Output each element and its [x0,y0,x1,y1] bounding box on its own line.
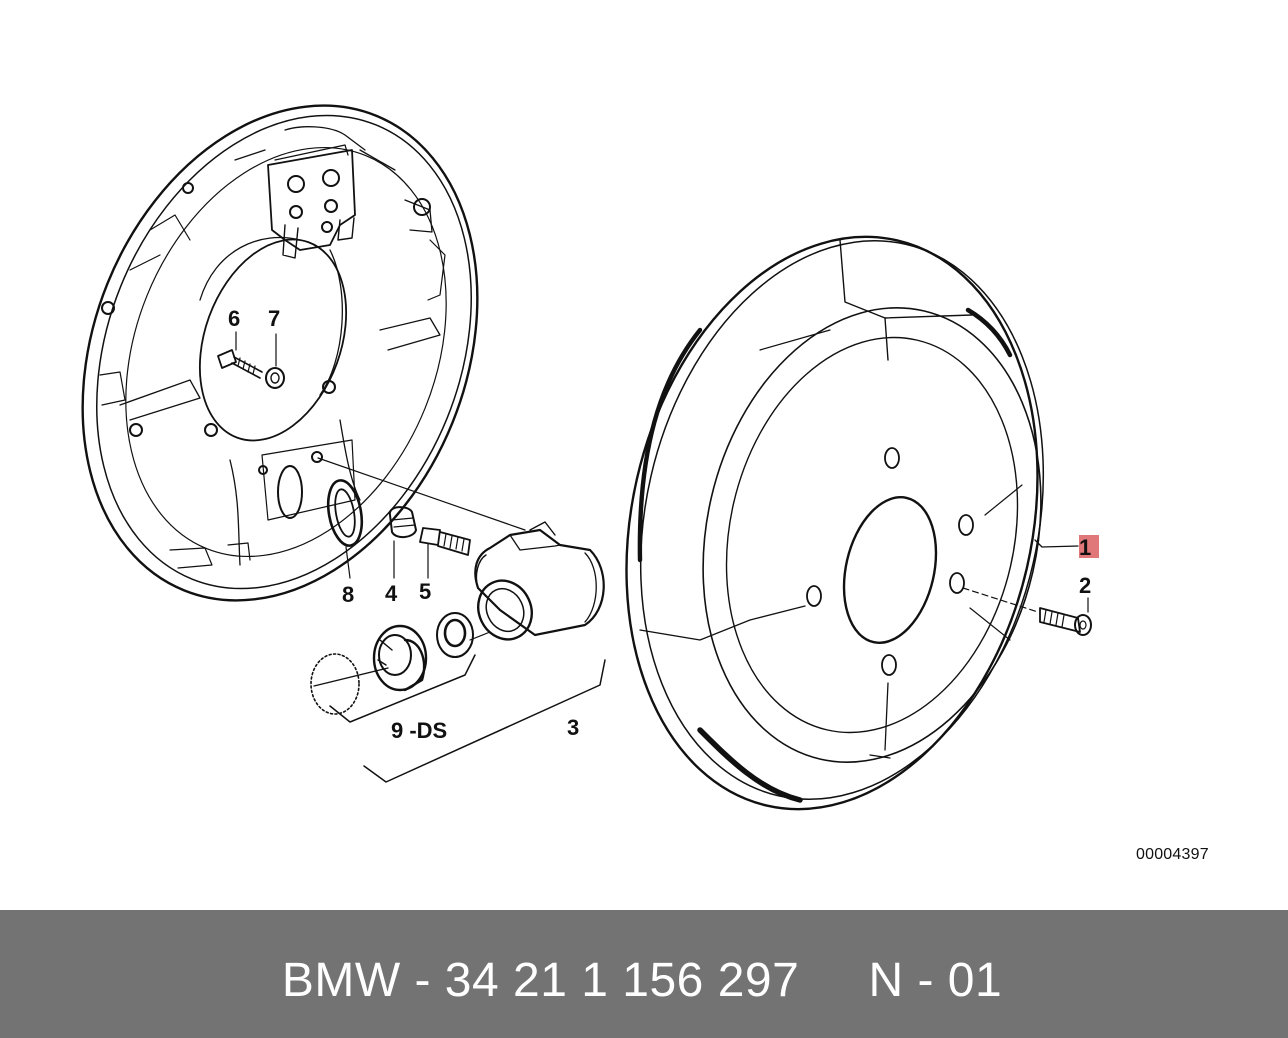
backing-plate-illustration [81,104,479,602]
brake-drum-illustration [625,235,1092,811]
callout-label-6: 6 [228,306,240,331]
callout-label-5: 5 [419,579,431,604]
part-number-caption: BMW - 34 21 1 156 297 N - 01 [281,953,1003,1007]
callout-label-9-ds: 9 -DS [391,718,447,743]
footer-bar: BMW - 34 21 1 156 297 N - 01 [0,910,1288,1038]
callout-label-8: 8 [342,582,354,607]
callout-label-7: 7 [268,306,280,331]
callout-1-highlight [1079,535,1099,558]
callout-label-2: 2 [1079,573,1091,598]
callout-label-3: 3 [567,715,579,740]
brake-assembly-drawing: 1 2 3 4 5 6 7 8 9 -DS [81,104,1099,811]
document-number: 00004397 [1136,846,1209,863]
wheel-cylinder-illustration [310,457,606,783]
callout-label-4: 4 [385,581,398,606]
callout-label-1: 1 [1079,535,1091,560]
parts-diagram: 1 2 3 4 5 6 7 8 9 -DS 00004397 [81,104,1209,863]
